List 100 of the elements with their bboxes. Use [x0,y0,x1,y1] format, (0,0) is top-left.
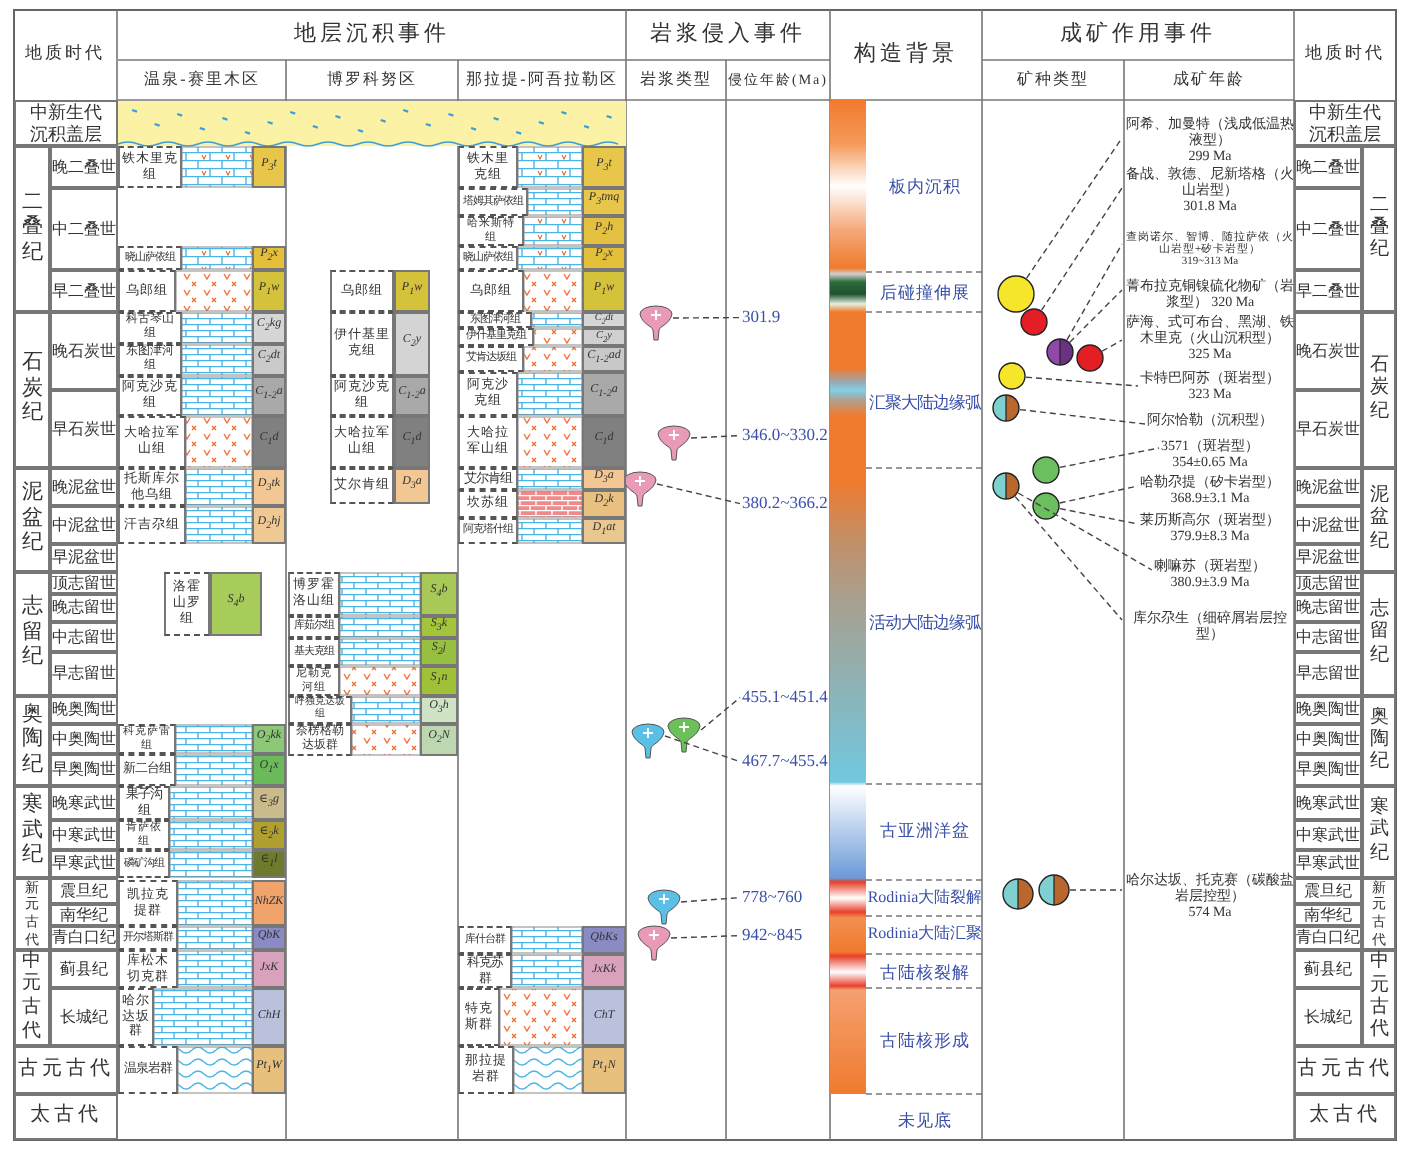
ore-type-symbol [992,472,1020,500]
ore-type-symbol [998,362,1026,390]
epoch-cell: 早泥盆世 [1294,544,1362,572]
leader-line [1058,485,1139,504]
magma-funnel-icon [639,305,673,341]
epoch-cell: 早泥盆世 [50,544,117,572]
era-cell: 太古代 [1294,1094,1396,1140]
period-cell: 二叠纪 [1362,146,1396,312]
epoch-cell: 中泥盆世 [1294,506,1362,544]
column-header: 岩浆类型 [638,68,714,93]
epoch-cell: 中二叠世 [1294,188,1362,270]
epoch-cell: 中奥陶世 [50,724,117,754]
period-cell: 泥盆纪 [1362,468,1396,572]
epoch-cell: 晚泥盆世 [50,468,117,506]
era-cell: 太古代 [14,1094,117,1140]
epoch-cell: 青白口纪 [1294,926,1362,950]
intrusion-age-label: 346.0~330.2 [742,426,828,446]
epoch-cell: 晚志留世 [50,594,117,622]
ore-type-symbol [1076,344,1104,372]
era-cell: 中新生代沉积盖层 [1294,100,1396,146]
epoch-cell: 中志留世 [50,622,117,652]
epoch-cell: 晚奥陶世 [50,696,117,724]
ore-type-symbol [1038,874,1070,906]
ore-type-symbol [1020,308,1048,336]
column-header: 矿种类型 [1015,68,1091,93]
epoch-cell: 早二叠世 [1294,270,1362,312]
magma-funnel-icon [631,723,665,759]
epoch-cell: 早二叠世 [50,270,117,312]
period-cell: 寒武纪 [1362,786,1396,878]
magma-funnel-icon [647,889,681,925]
period-cell: 石炭纪 [1362,312,1396,468]
column-header: 温泉-赛里木区 [142,68,262,93]
period-cell: 志留纪 [14,572,50,696]
epoch-cell: 中奥陶世 [1294,724,1362,754]
epoch-cell: 早奥陶世 [1294,754,1362,786]
epoch-cell: 中寒武世 [1294,820,1362,850]
tectonic-setting-label: Rodinia大陆汇聚 [868,922,982,947]
intrusion-age-label: 942~845 [742,926,803,946]
ore-type-symbol [1046,338,1074,366]
leader-line [1059,507,1139,525]
tectonic-setting-label: 活动大陆边缘弧 [868,611,982,636]
ore-type-symbol [992,394,1020,422]
epoch-cell: 早志留世 [50,652,117,696]
epoch-cell: 早石炭世 [50,390,117,468]
ore-type-symbol [1002,878,1034,910]
leader-line [1025,376,1139,387]
period-cell: 奥陶纪 [14,696,50,786]
epoch-cell: 早寒武世 [50,850,117,878]
epoch-cell: 晚石炭世 [1294,312,1362,390]
period-cell: 石炭纪 [14,312,50,468]
tectonic-setting-label: 汇聚大陆边缘弧 [868,391,982,416]
epoch-cell: 震旦纪 [50,878,117,904]
era-cell: 古元古代 [1294,1046,1396,1094]
epoch-cell: 晚泥盆世 [1294,468,1362,506]
period-cell: 志留纪 [1362,572,1396,696]
magma-funnel-icon [657,425,691,461]
period-cell: 中元古代 [14,950,50,1046]
leader-line [1066,243,1123,341]
tectonic-setting-label: 古陆核形成 [878,1027,972,1054]
column-header: 地层沉积事件 [292,19,452,50]
leader-line [670,934,741,939]
era-cell: 古元古代 [14,1046,117,1094]
tectonic-setting-label: Rodinia大陆裂解 [868,886,982,911]
leader-line [1019,408,1146,425]
column-header: 成矿作用事件 [1058,19,1218,50]
ore-type-symbol [1032,492,1060,520]
column-header: 成矿年龄 [1171,68,1247,93]
column-header: 地质时代 [23,42,107,67]
leader-line [700,696,741,731]
epoch-cell: 蓟县纪 [1294,950,1362,988]
leader-line [672,316,741,319]
epoch-cell: 晚奥陶世 [1294,696,1362,724]
epoch-cell: 早奥陶世 [50,754,117,786]
tectonic-setting-label: 板内沉积 [887,173,963,200]
magma-funnel-icon [637,925,671,961]
intrusion-age-label: 467.7~455.4 [742,752,828,772]
leader-line [1059,447,1160,469]
leader-line [680,896,741,903]
epoch-cell: 长城纪 [50,988,117,1046]
leader-line [1069,889,1123,891]
epoch-cell: 晚二叠世 [1294,146,1362,188]
epoch-cell: 青白口纪 [50,926,117,950]
intrusion-age-label: 455.1~451.4 [742,688,828,708]
ore-type-symbol [1032,456,1060,484]
period-cell: 寒武纪 [14,786,50,878]
period-cell: 泥盆纪 [14,468,50,572]
epoch-cell: 晚寒武世 [50,786,117,820]
column-header: 地质时代 [1303,42,1387,67]
intrusion-age-label: 301.9 [742,308,781,328]
epoch-cell: 中泥盆世 [50,506,117,544]
leader-line [664,735,741,763]
tectonic-setting-label: 古亚洲洋盆 [878,817,972,844]
intrusion-age-label: 778~760 [742,888,803,908]
epoch-cell: 晚二叠世 [50,146,117,188]
column-header: 博罗科努区 [325,68,419,93]
leader-line [1040,187,1123,311]
epoch-cell: 晚志留世 [1294,594,1362,622]
ore-type-symbol [997,275,1035,313]
leader-line [1025,137,1123,279]
period-cell: 奥陶纪 [1362,696,1396,786]
